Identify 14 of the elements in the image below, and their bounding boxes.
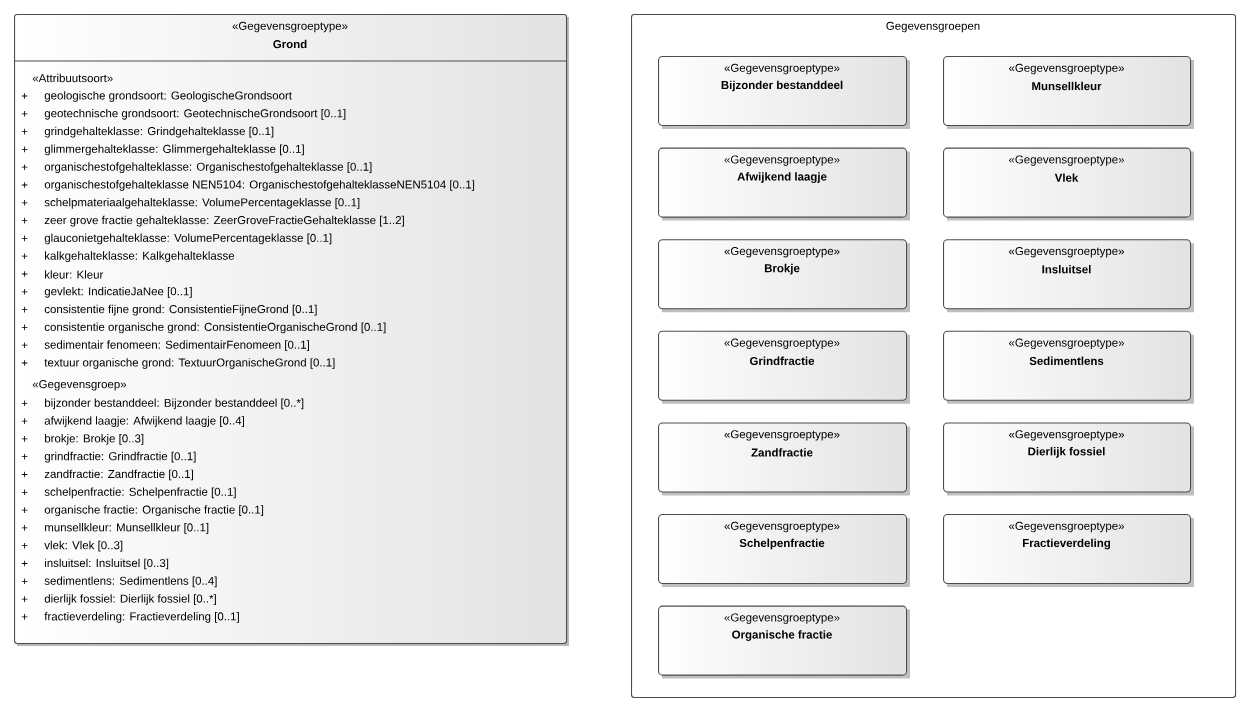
class-box: «Gegevensgroeptype» Zandfractie — [658, 422, 910, 496]
class-box: «Gegevensgroeptype» Fractieverdeling — [943, 514, 1194, 587]
class-box: «Gegevensgroeptype» Grond «Attribuutsoort» + geologische grondsoort: GeologischeGrondsoort + geotechnische grondsoort: GeotechnischeGrondsoort [0..1] + grindgehalteklasse: Grindgehalteklasse [0..1] + glimmergehalteklasse: Glimmergehalteklasse [0..1] + organischestofgehalteklasse: Organischestofgehalteklasse [0..1] + organischestofgehalteklasse NEN5104: OrganischestofgehalteklasseNEN5104 [0..1] + schelpmateriaalgehalteklasse: VolumePercentageklasse [0..1] + zeer grove fractie gehalteklasse: ZeerGroveFractieGehalteklasse [1..2] + glauconietgehalteklasse: VolumePercentageklasse [0..1] + kalkgehalteklasse: Kalkgehalteklasse + kleur: Kleur + gevlekt: IndicatieJaNee [0..1] + consistentie fijne grond: ConsistentieFijneGrond [0..1] + consistentie organische grond: ConsistentieOrganischeGrond [0..1] + sedimentair fenomeen: SedimentairFenomeen [0..1] + textuur organische grond: TextuurOrganischeGrond [0..1] «Gegevensgroep» + bijzonder bestanddeel: Bijzonder bestanddeel [0..*] + afwijkend laagje: Afwijkend laagje [0..4] + brokje: Brokje [0..3] + grindfractie: Grindfractie [0..1] + zandfractie: Zandfractie [0..1] + schelpenfractie: Schelpenfractie [0..1] + organische fractie: Organische fractie [0..1] + munsellkleur: Munsellkleur [0..1] + vlek: Vlek [0..3] + insluitsel: Insluitsel [0..3] + sedimentlens: Sedimentlens [0..4] + dierlijk fossiel: Dierlijk fossiel [0..*] + fractieverdeling: Fractieverdeling [0..1] — [13, 14, 569, 646]
class-box: «Gegevensgroeptype» Afwijkend laagje — [658, 147, 910, 221]
class-box: «Gegevensgroeptype» Vlek — [943, 147, 1194, 221]
class-box: «Gegevensgroeptype» Munsellkleur — [943, 56, 1194, 129]
class-box: «Gegevensgroeptype» Brokje — [658, 239, 910, 313]
class-box: «Gegevensgroeptype» Insluitsel — [943, 239, 1194, 313]
class-box: «Gegevensgroeptype» Bijzonder bestanddeel — [658, 56, 910, 129]
class-box: «Gegevensgroeptype» Grindfractie — [658, 330, 910, 404]
class-box: «Gegevensgroeptype» Dierlijk fossiel — [943, 422, 1194, 496]
class-box: «Gegevensgroeptype» Sedimentlens — [943, 330, 1194, 404]
class-box: «Gegevensgroeptype» Schelpenfractie — [658, 514, 910, 587]
class-box: «Gegevensgroeptype» Organische fractie — [658, 605, 910, 679]
